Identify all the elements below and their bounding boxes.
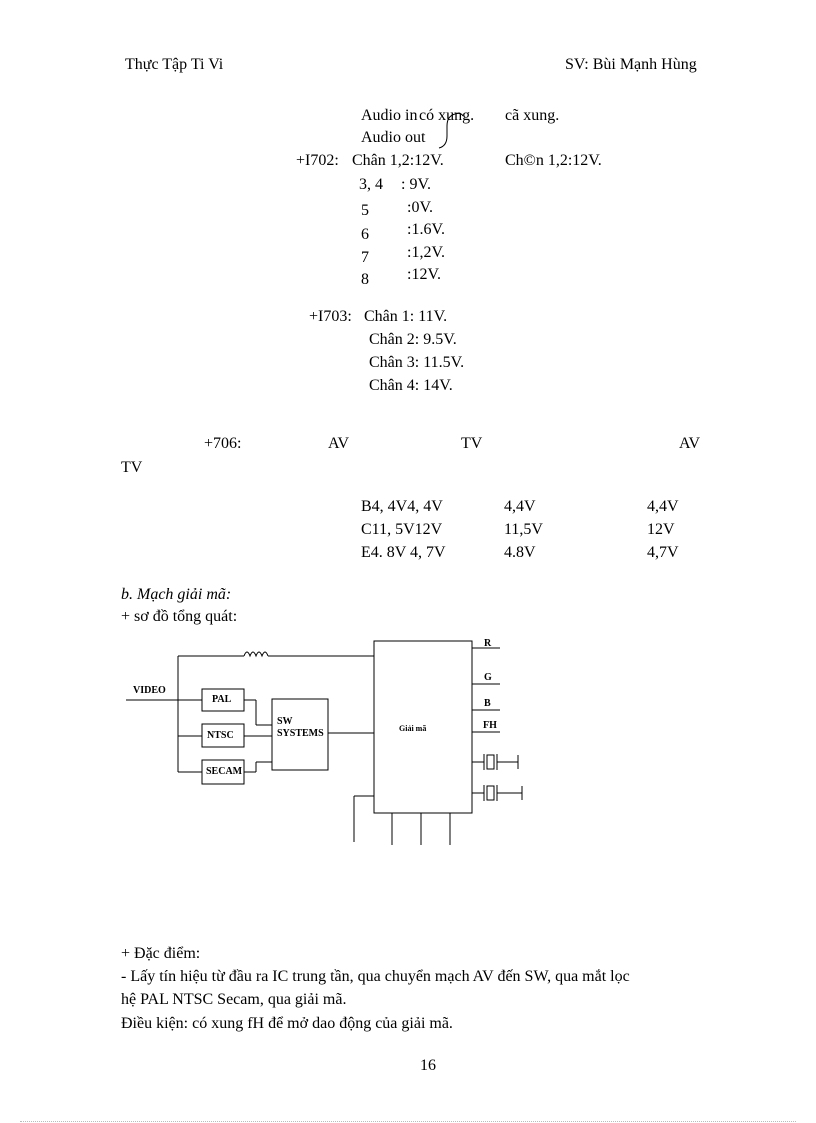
t706-label: +706:	[204, 435, 242, 452]
decoder-label: Giải mã	[399, 724, 427, 733]
features-line: hệ PAL NTSC Secam, qua giải mã.	[121, 991, 347, 1008]
i702-row-value: :1,2V.	[407, 244, 445, 261]
i703-row: Chân 1: 11V.	[364, 308, 448, 325]
t706-cell: B4, 4V4, 4V	[361, 498, 443, 515]
i702-row-pin: 3, 4	[359, 176, 383, 193]
decoder-box	[373, 640, 473, 814]
i702-row-pin: 7	[361, 249, 369, 266]
i702-row-pin: 6	[361, 226, 369, 243]
section-b-subtitle: + sơ đồ tổng quát:	[121, 608, 238, 625]
i702-row-value: :1.6V.	[407, 221, 445, 238]
page-bottom-border	[20, 1121, 796, 1122]
i702-pin12-alt: Ch©n 1,2:12V.	[505, 152, 602, 169]
out-fh-label: FH	[483, 720, 497, 731]
i702-row-pin: 5	[361, 202, 369, 219]
t706-col-av: AV	[328, 435, 350, 452]
t706-cell: 12V	[647, 521, 675, 538]
i703-row: Chân 2: 9.5V.	[369, 331, 457, 348]
systems-label: SYSTEMS	[277, 728, 324, 739]
i702-row-value: : 9V.	[401, 176, 431, 193]
coil-icon	[243, 651, 269, 658]
i702-pin12: Chân 1,2:12V.	[352, 152, 444, 169]
sw-box	[271, 698, 329, 771]
section-b-title: b. Mạch giải mã:	[121, 586, 232, 603]
t706-cell: 4.8V	[504, 544, 536, 561]
t706-col-tv: TV	[461, 435, 483, 452]
out-g-label: G	[484, 672, 492, 683]
audio-in-label: Audio in	[361, 107, 418, 124]
video-label: VIDEO	[133, 685, 166, 696]
audio-in-alt: cã xung.	[505, 107, 560, 124]
audio-out-label: Audio out	[361, 129, 426, 146]
page-number: 16	[420, 1057, 436, 1074]
audio-in-value: có xung.	[419, 107, 475, 124]
i703-row: Chân 3: 11.5V.	[369, 354, 465, 371]
i702-row-value: :12V.	[407, 266, 441, 283]
features-line: - Lấy tín hiệu từ đầu ra IC trung tần, q…	[121, 968, 630, 985]
i702-row-value: :0V.	[407, 199, 433, 216]
t706-col-av2: AV	[679, 435, 701, 452]
i702-row-pin: 8	[361, 271, 369, 288]
brace-icon	[438, 112, 464, 149]
t706-cell: 11,5V	[504, 521, 543, 538]
i703-label: +I703:	[309, 308, 352, 325]
t706-cell: 4,7V	[647, 544, 679, 561]
t706-cell: E4. 8V 4, 7V	[361, 544, 446, 561]
t706-cell: 4,4V	[504, 498, 536, 515]
features-line: Điều kiện: có xung fH để mở dao động của…	[121, 1015, 453, 1032]
t706-cell: C11, 5V12V	[361, 521, 443, 538]
sw-label: SW	[277, 716, 293, 727]
t706-cell: 4,4V	[647, 498, 679, 515]
crystal-icon	[486, 785, 495, 801]
i703-row: Chân 4: 14V.	[369, 377, 453, 394]
secam-label: SECAM	[206, 766, 243, 777]
pal-label: PAL	[212, 694, 232, 705]
header-left: Thực Tập Ti Vi	[125, 56, 224, 73]
crystal-icon	[486, 754, 495, 770]
ntsc-label: NTSC	[207, 730, 234, 741]
features-title: + Đặc điểm:	[121, 945, 201, 962]
t706-col-tv2: TV	[121, 459, 143, 476]
i702-label: +I702:	[296, 152, 339, 169]
out-r-label: R	[484, 638, 492, 649]
out-b-label: B	[484, 698, 491, 709]
header-right: SV: Bùi Mạnh Hùng	[565, 56, 697, 73]
